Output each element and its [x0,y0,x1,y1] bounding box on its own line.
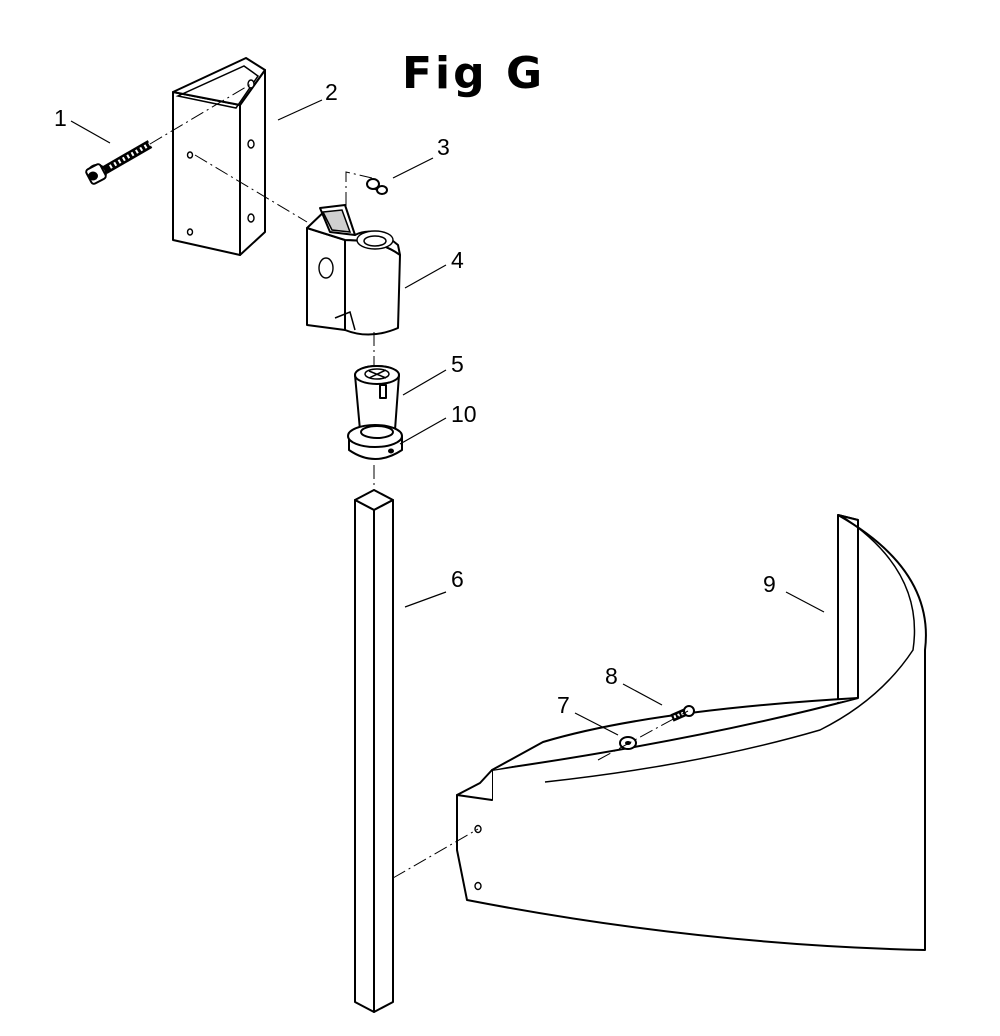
part-1-cap-screw [85,140,153,185]
part-10-shaft-collar [347,424,403,460]
figure-title: Fig G [402,48,545,99]
callout-2: 2 [325,79,338,105]
assembly-axis-lines [149,83,689,879]
part-9-curved-guard [456,514,927,951]
callout-1: 1 [54,105,67,131]
part-5-bushing [354,365,400,431]
part-2-bracket [172,57,266,256]
callout-4: 4 [451,247,464,273]
part-3-screw [366,178,388,195]
leader-lines [70,99,825,736]
callout-5: 5 [451,351,464,377]
callout-10: 10 [451,401,477,427]
callout-7: 7 [557,692,570,718]
part-4-clamp-block [306,204,401,336]
callout-9: 9 [763,571,776,597]
callout-8: 8 [605,663,618,689]
part-8-cap-screw [670,705,695,722]
callout-3: 3 [437,134,450,160]
part-6-square-rod [354,489,394,1013]
callout-6: 6 [451,566,464,592]
